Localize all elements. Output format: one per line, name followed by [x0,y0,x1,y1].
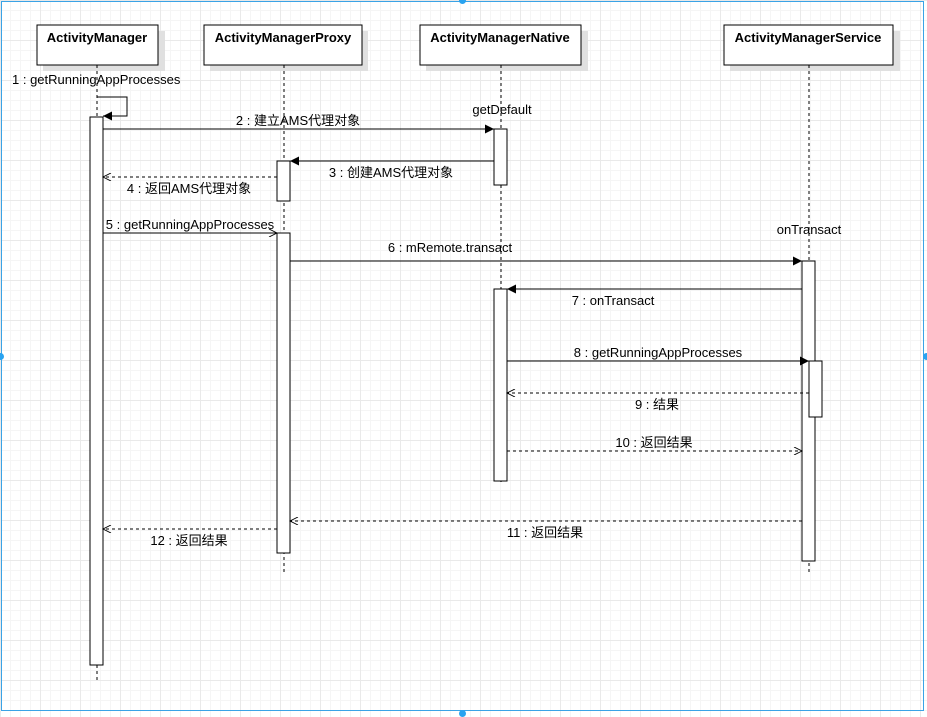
message-label: 11 : 返回结果 [507,525,583,540]
message-6[interactable]: 6 : mRemote.transact [290,240,802,266]
message-label: 5 : getRunningAppProcesses [106,217,275,232]
resize-handle-top[interactable] [459,0,466,4]
message-11[interactable]: 11 : 返回结果 [290,521,802,540]
message-1[interactable]: 1 : getRunningAppProcesses [12,72,181,121]
message-label: 9 : 结果 [635,397,679,412]
message-label: 3 : 创建AMS代理对象 [329,165,453,180]
participant-label: ActivityManager [47,30,147,45]
message-5[interactable]: 5 : getRunningAppProcesses [103,217,277,233]
resize-handle-right[interactable] [923,353,927,360]
note-on-transact: onTransact [777,222,842,237]
message-label: 8 : getRunningAppProcesses [574,345,743,360]
activation-bar[interactable] [276,232,291,554]
participant-activitymanagerproxy[interactable]: ActivityManagerProxy [203,24,368,71]
activation-bar[interactable] [808,360,823,418]
note-get-default: getDefault [472,102,532,117]
message-9[interactable]: 9 : 结果 [507,393,809,412]
participant-label: ActivityManagerProxy [215,30,352,45]
message-4[interactable]: 4 : 返回AMS代理对象 [103,177,277,196]
message-label: 4 : 返回AMS代理对象 [127,181,251,196]
activation-bar[interactable] [276,160,291,202]
message-3[interactable]: 3 : 创建AMS代理对象 [290,156,494,180]
resize-handle-left[interactable] [0,353,4,360]
participant-label: ActivityManagerService [735,30,882,45]
message-label: 7 : onTransact [572,293,655,308]
message-12[interactable]: 12 : 返回结果 [103,529,277,548]
message-label: 1 : getRunningAppProcesses [12,72,181,87]
activation-bar[interactable] [493,128,508,186]
message-7[interactable]: 7 : onTransact [507,284,802,308]
participant-activitymanager[interactable]: ActivityManager [36,24,165,71]
participant-activitymanagerservice[interactable]: ActivityManagerService [723,24,900,71]
participant-label: ActivityManagerNative [430,30,569,45]
message-label: 2 : 建立AMS代理对象 [236,113,360,128]
message-label: 12 : 返回结果 [150,533,227,548]
message-label: 10 : 返回结果 [615,435,692,450]
message-label: 6 : mRemote.transact [388,240,513,255]
participant-activitymanagernative[interactable]: ActivityManagerNative [419,24,588,71]
message-8[interactable]: 8 : getRunningAppProcesses [507,345,809,366]
message-10[interactable]: 10 : 返回结果 [507,435,802,451]
message-2[interactable]: 2 : 建立AMS代理对象 [103,113,494,134]
activation-bar[interactable] [89,116,104,666]
activation-bar[interactable] [493,288,508,482]
